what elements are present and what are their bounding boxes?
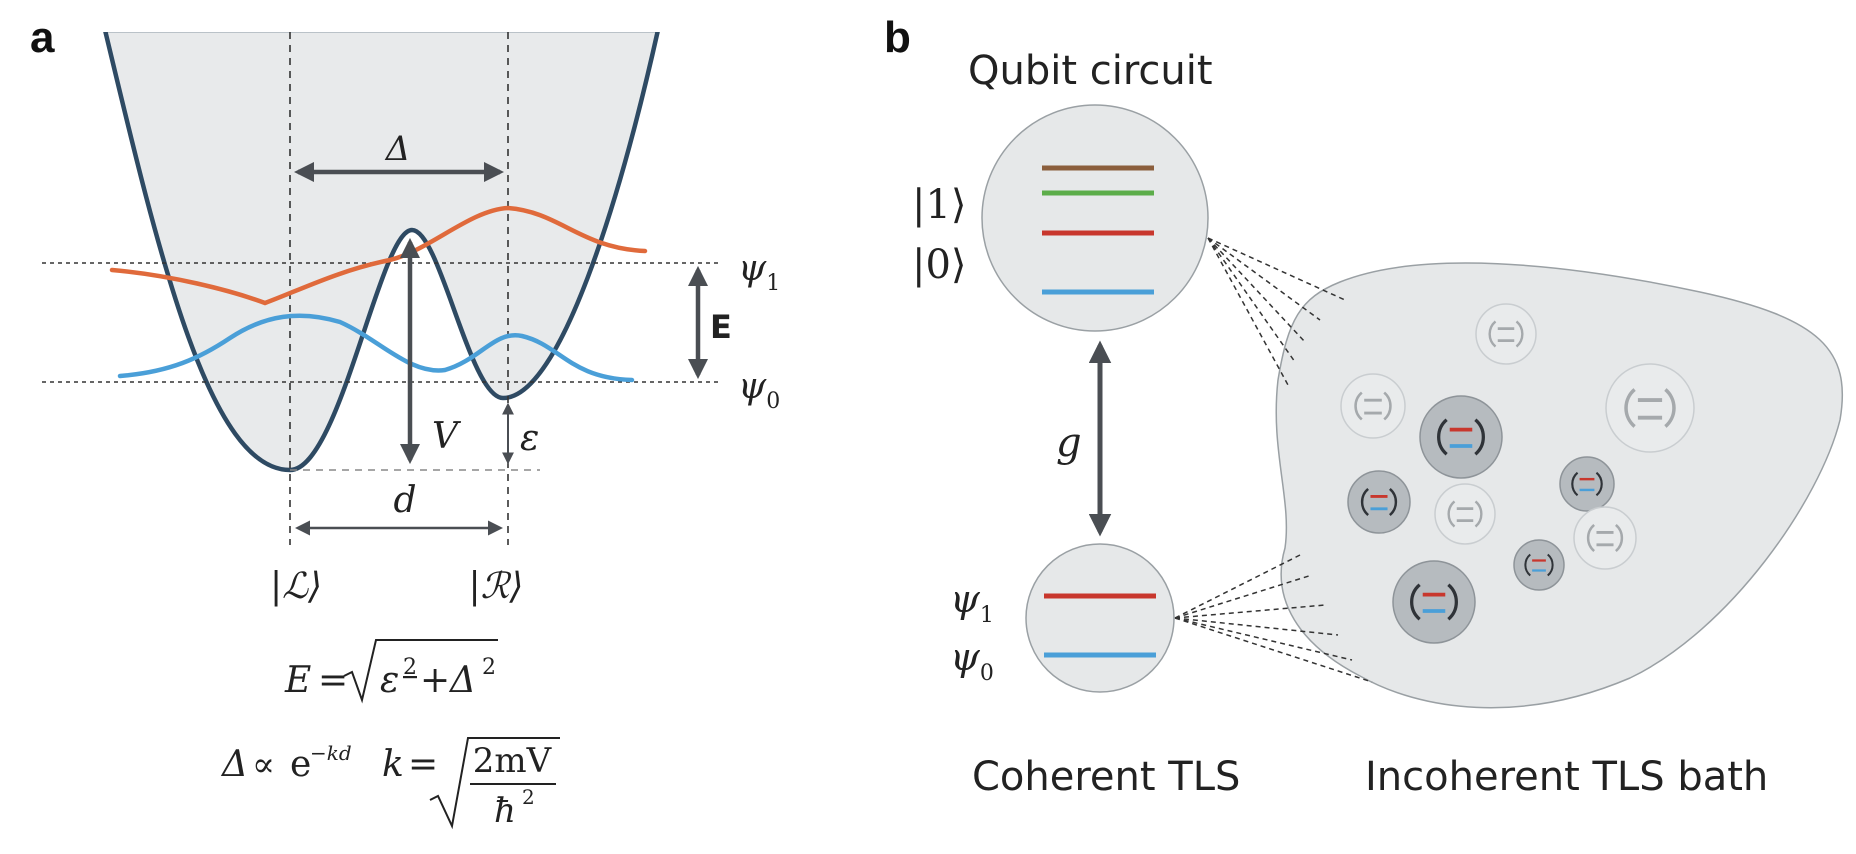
panel-a: a Δ V ε E ψ1 ψ0 d |ℒ⟩ |	[30, 13, 780, 831]
panel-a-letter: a	[30, 13, 55, 62]
svg-text:Δ: Δ	[220, 744, 248, 785]
svg-text:e: e	[290, 744, 311, 785]
svg-text:2: 2	[522, 785, 535, 809]
tls-defect-active	[1419, 395, 1503, 479]
distance-label: d	[393, 480, 416, 521]
tls-defect-active	[1347, 470, 1411, 534]
psi1-wavefunction	[109, 205, 648, 306]
coherent-bath-links	[1174, 554, 1373, 683]
svg-text:E: E	[284, 660, 311, 701]
right-state-label: |ℛ⟩	[469, 566, 524, 607]
energy-formula: E = ε 2 + Δ 2	[284, 639, 498, 704]
ket0-label: |0⟩	[912, 242, 967, 288]
epsilon-label: ε	[520, 418, 539, 459]
tls-defects	[1340, 303, 1695, 644]
svg-text:+: +	[420, 660, 450, 701]
double-well-potential	[102, 27, 661, 473]
tls-defect-faded	[1340, 373, 1406, 439]
left-state-label: |ℒ⟩	[270, 566, 322, 607]
tls-defect-faded	[1573, 506, 1637, 570]
svg-text:=: =	[408, 744, 438, 785]
tls-defect-active	[1559, 456, 1615, 512]
well-top-mask	[100, 26, 665, 32]
svg-text:2: 2	[403, 655, 417, 680]
svg-text:2: 2	[482, 655, 496, 680]
svg-text:2mV: 2mV	[473, 741, 553, 781]
coupling-label: g	[1056, 420, 1082, 466]
tls-defect-active	[1392, 560, 1476, 644]
barrier-label: V	[432, 416, 462, 457]
psi0-wavefunction	[117, 313, 635, 383]
psi1-label-b: ψ1	[950, 577, 994, 628]
delta-label: Δ	[384, 129, 411, 169]
coherent-tls-circle	[1025, 543, 1175, 693]
svg-text:=: =	[318, 660, 348, 701]
psi0-label-b: ψ0	[950, 635, 994, 686]
psi0-label-a: ψ0	[738, 366, 780, 414]
psi1-label-a: ψ1	[738, 248, 780, 296]
svg-text:∝: ∝	[252, 745, 275, 785]
qubit-circle	[981, 104, 1209, 332]
svg-text:ħ: ħ	[494, 791, 516, 831]
svg-text:−kd: −kd	[310, 741, 352, 765]
tls-defect-active	[1513, 539, 1565, 591]
tunneling-formula: Δ ∝ e −kd k = 2mV ħ 2	[220, 737, 560, 831]
svg-text:ε: ε	[380, 660, 399, 701]
qubit-circuit-title: Qubit circuit	[968, 48, 1213, 94]
tls-defect-faded	[1475, 303, 1537, 365]
qubit-bath-links	[1207, 237, 1346, 386]
sqrt-sign-2	[429, 737, 560, 830]
svg-text:Δ: Δ	[448, 660, 476, 701]
ket1-label: |1⟩	[912, 182, 967, 228]
panel-b: b Qubit circuit |1⟩ |0⟩	[884, 13, 1844, 800]
sqrt-sign-1	[343, 639, 498, 704]
tls-defect-faded	[1434, 483, 1496, 545]
tls-defect-faded	[1605, 363, 1695, 453]
panel-b-letter: b	[884, 13, 911, 62]
energy-label: E	[710, 308, 732, 346]
svg-text:k: k	[382, 744, 404, 785]
incoherent-bath-label: Incoherent TLS bath	[1365, 754, 1768, 800]
coherent-tls-label: Coherent TLS	[972, 754, 1240, 800]
